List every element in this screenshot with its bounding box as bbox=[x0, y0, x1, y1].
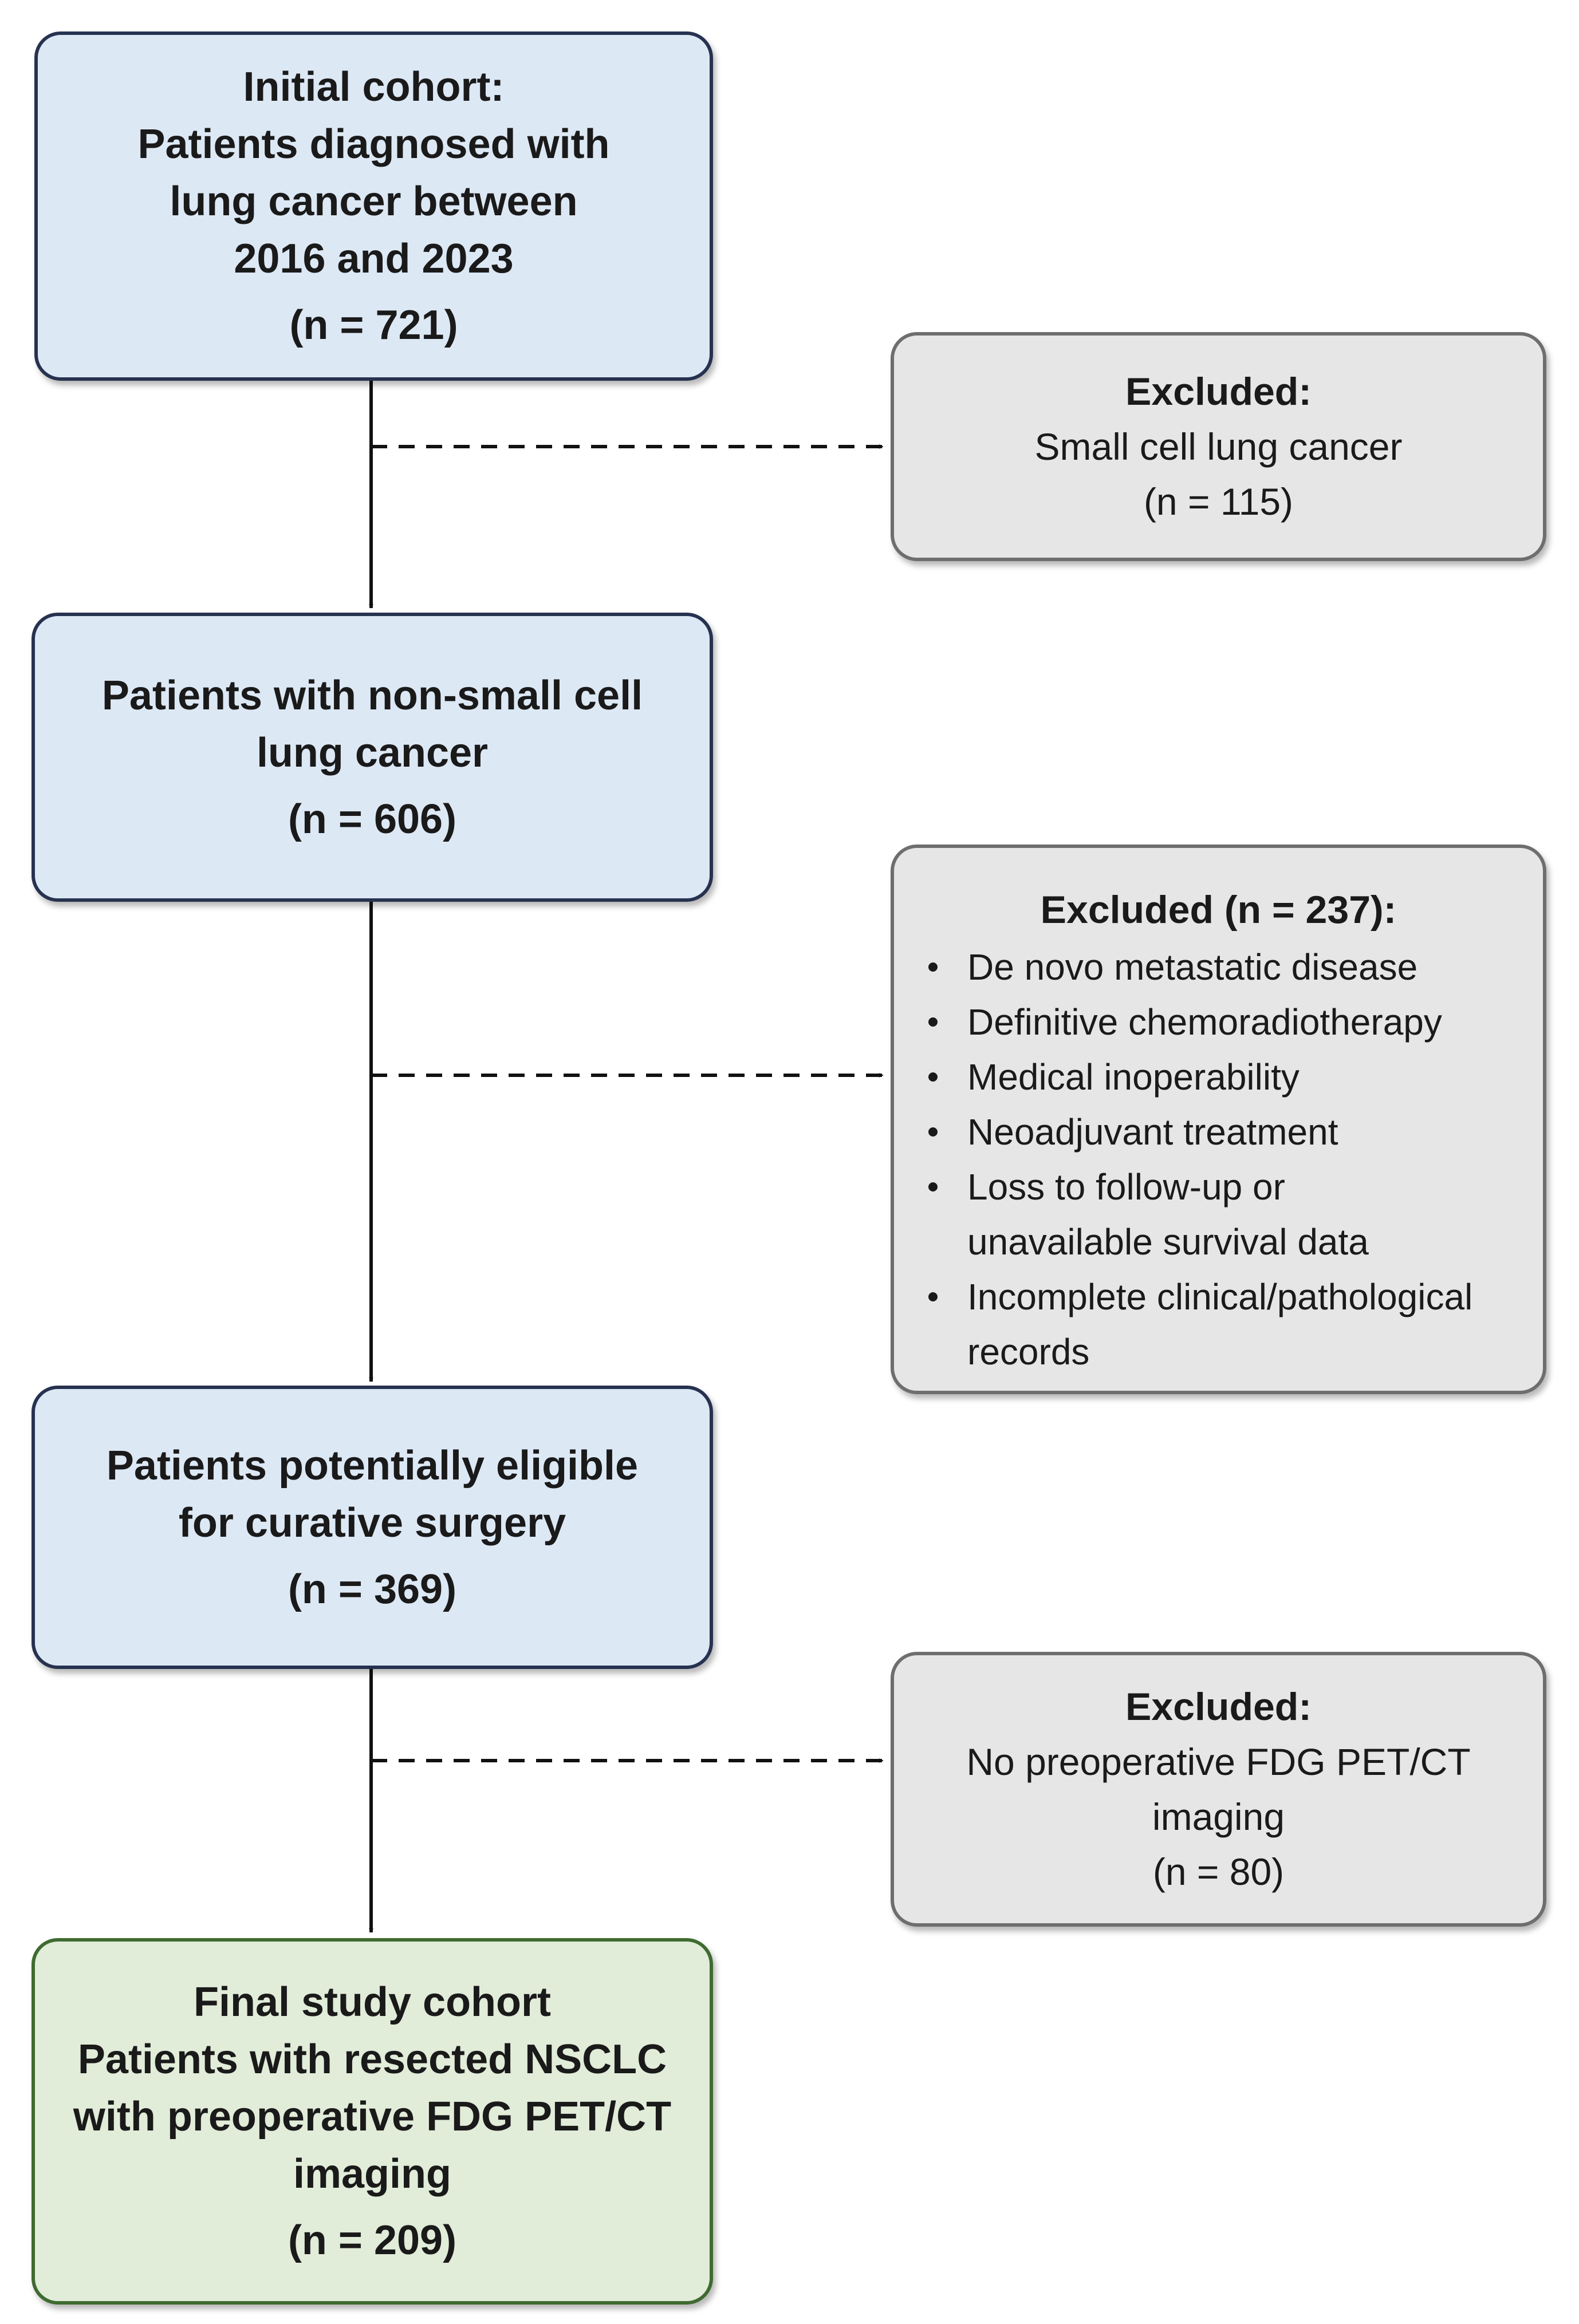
initial-title: Initial cohort: bbox=[243, 64, 505, 110]
excluded-heading: Excluded (n = 237): bbox=[1040, 888, 1397, 932]
final-count: (n = 209) bbox=[288, 2218, 457, 2263]
box-excluded-sclc: Excluded: Small cell lung cancer (n = 11… bbox=[891, 332, 1546, 561]
excluded-heading: Excluded: bbox=[1125, 1685, 1312, 1729]
nsclc-line: lung cancer bbox=[256, 729, 489, 776]
list-item: Incomplete clinical/pathological records bbox=[894, 1269, 1543, 1379]
initial-line: lung cancer between bbox=[170, 179, 578, 224]
excluded-heading: Excluded: bbox=[1125, 370, 1312, 413]
list-item: Medical inoperability bbox=[894, 1049, 1543, 1104]
excluded-reason: imaging bbox=[1152, 1796, 1285, 1838]
eligible-line: for curative surgery bbox=[178, 1500, 566, 1546]
nsclc-count: (n = 606) bbox=[288, 796, 457, 842]
initial-line: 2016 and 2023 bbox=[234, 236, 514, 282]
excluded-count: (n = 80) bbox=[1152, 1850, 1285, 1893]
excluded-reason: No preoperative FDG PET/CT bbox=[966, 1741, 1471, 1783]
excluded-reason: Small cell lung cancer bbox=[1034, 425, 1403, 468]
list-item: De novo metastatic disease bbox=[894, 940, 1543, 995]
excluded-count: (n = 115) bbox=[1143, 480, 1294, 523]
box-initial-cohort: Initial cohort: Patients diagnosed with … bbox=[34, 31, 713, 381]
box-final-cohort: Final study cohort Patients with resecte… bbox=[31, 1938, 713, 2305]
initial-line: Patients diagnosed with bbox=[137, 121, 610, 167]
initial-count: (n = 721) bbox=[289, 302, 458, 348]
box-eligible: Patients potentially eligible for curati… bbox=[31, 1386, 713, 1669]
final-line: imaging bbox=[293, 2151, 451, 2197]
list-item: Loss to follow-up or unavailable surviva… bbox=[894, 1159, 1543, 1269]
list-item: Definitive chemoradiotherapy bbox=[894, 995, 1543, 1049]
final-line: with preoperative FDG PET/CT bbox=[73, 2094, 672, 2140]
exclusion-reason-list: De novo metastatic disease Definitive ch… bbox=[894, 940, 1543, 1379]
eligible-line: Patients potentially eligible bbox=[106, 1442, 639, 1489]
box-nsclc: Patients with non-small cell lung cancer… bbox=[31, 613, 713, 902]
final-line: Patients with resected NSCLC bbox=[77, 2037, 667, 2082]
box-excluded-clinical: Excluded (n = 237): De novo metastatic d… bbox=[891, 845, 1546, 1394]
final-title: Final study cohort bbox=[193, 1979, 552, 2025]
box-excluded-pet: Excluded: No preoperative FDG PET/CT ima… bbox=[891, 1652, 1546, 1927]
nsclc-line: Patients with non-small cell bbox=[101, 672, 643, 719]
eligible-count: (n = 369) bbox=[288, 1566, 457, 1612]
list-item: Neoadjuvant treatment bbox=[894, 1104, 1543, 1159]
